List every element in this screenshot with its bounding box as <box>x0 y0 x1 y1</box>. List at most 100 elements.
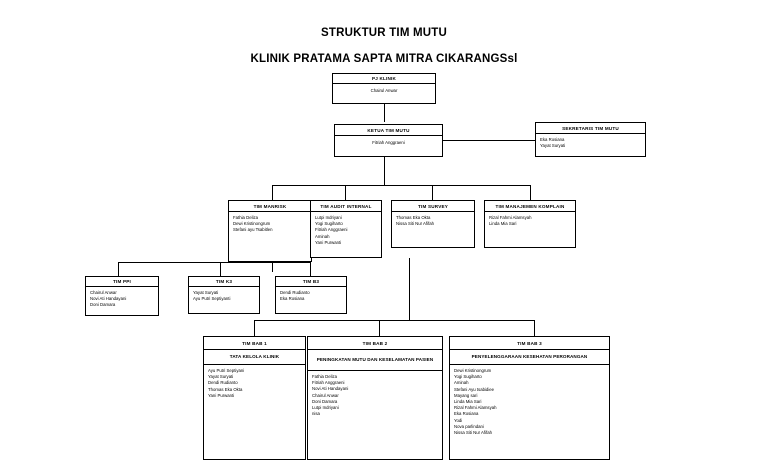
connector-pj-to-ketua <box>384 104 385 122</box>
member: Fitriah Anggraeni <box>315 227 348 233</box>
member: Doni Damara <box>90 302 116 308</box>
connector-ketua-to-sekretaris <box>443 140 535 141</box>
member: Yodi <box>454 417 463 423</box>
member: Linda Mia Sari <box>454 399 482 405</box>
node-sekretaris-members: Eka Rosiana Yayat Suryati <box>536 134 645 152</box>
member: Aminah <box>454 380 469 386</box>
node-tim-k3[interactable]: TIM K3 Yayat Suryati Ayu Putri Septiyant… <box>188 276 260 314</box>
member: Stefani Ayu tsabidiee <box>454 386 495 392</box>
connector-survey-down <box>409 258 410 320</box>
node-tim-manrisk-header: TIM MANRISK <box>229 201 311 212</box>
member: Rizal Fahmi Alamsyah <box>454 405 497 411</box>
node-tim-survey-header: TIM SURVEY <box>392 201 474 212</box>
member: Ayu Putri Septiyanti <box>193 296 231 302</box>
node-ketua-tim-mutu[interactable]: KETUA TIM MUTU Fitriah Anggraeni <box>334 124 443 157</box>
connector-bus-to-survey <box>432 185 433 200</box>
node-tim-bab-2[interactable]: TIM BAB 2 PENINGKATAN MUTU DAN KESELAMAT… <box>307 336 443 460</box>
member: Linda Mia Sari <box>489 221 517 227</box>
node-tim-survey-members: Thomas Eka Okta Nissa Siti Nur Afifah <box>392 212 474 230</box>
member: Lutpi Indriyani <box>312 405 339 411</box>
node-tim-b3[interactable]: TIM B3 Dendi Rudianto Eka Rosiana <box>275 276 347 314</box>
member: Fathia Deliza <box>233 215 259 220</box>
node-tim-bab-3-members: Dewi Kristinongrum Yogi Sugiharto Aminah… <box>450 365 609 439</box>
node-tim-bab-1-subheader: TATA KELOLA KLINIK <box>204 350 305 365</box>
member: Yayat Suryati <box>208 374 234 380</box>
member: Rizal Fahmi Alamsyah <box>489 215 532 220</box>
node-tim-ppi-members: Chairul Anwar Novi Ati Handayani Doni Da… <box>86 287 158 312</box>
node-tim-audit-header: TIM AUDIT INTERNAL <box>311 201 381 212</box>
node-tim-b3-header: TIM B3 <box>276 277 346 287</box>
member: Chairul Anwar <box>312 392 339 398</box>
member: Yogi Sugiharto <box>315 221 343 227</box>
member: Thomas Eka Okta <box>396 215 431 220</box>
member: Eka Rosiana <box>540 137 565 142</box>
connector-bus-to-bab3 <box>534 320 535 336</box>
node-tim-manajemen-komplain[interactable]: TIM MANAJEMEN KOMPLAIN Rizal Fahmi Alams… <box>484 200 576 248</box>
member: Lutpi Indriyani <box>315 215 342 220</box>
member: Stefani ayu Tsabitlen <box>233 227 273 233</box>
connector-bus-to-ppi <box>118 262 119 276</box>
member: Nova parlindani <box>454 423 484 429</box>
connector-sub-bus <box>118 262 310 263</box>
node-tim-audit-internal[interactable]: TIM AUDIT INTERNAL Lutpi Indriyani Yogi … <box>310 200 382 258</box>
node-tim-bab-3-header: TIM BAB 3 <box>450 337 609 350</box>
member: Yani Purwanti <box>208 392 235 398</box>
node-pj-klinik-members: Chairul Anwar <box>333 84 435 97</box>
node-ketua-header: KETUA TIM MUTU <box>335 125 442 136</box>
node-tim-bab-3-subheader: PENYELENGGARAAN KESEHATAN PERORANGAN <box>450 350 609 365</box>
member: Nissa Siti Nur Afifah <box>396 221 434 227</box>
node-tim-bab-2-header: TIM BAB 2 <box>308 337 442 350</box>
member: Novi Ati Handayani <box>90 296 127 302</box>
node-tim-manrisk[interactable]: TIM MANRISK Fathia Deliza Dewi Kristinon… <box>228 200 312 262</box>
member: Novi Ati Handayani <box>312 386 349 392</box>
node-ketua-members: Fitriah Anggraeni <box>335 136 442 149</box>
connector-bus-to-k3 <box>220 262 221 276</box>
node-tim-bab-1-members: Ayu Putri Septiyani Yayat Suryati Dendi … <box>204 365 305 402</box>
member: Fitriah Anggraeni <box>312 380 345 386</box>
connector-bus-to-bab2 <box>379 320 380 336</box>
member: Dendi Rudianto <box>208 380 238 386</box>
member: Fathia Deliza <box>312 374 338 379</box>
page-subtitle: KLINIK PRATAMA SAPTA MITRA CIKARANGSsl <box>250 53 518 65</box>
member: Doni Damara <box>312 398 338 404</box>
node-pj-klinik-header: PJ KLINIK <box>333 74 435 84</box>
chart-title-block: STRUKTUR TIM MUTU KLINIK PRATAMA SAPTA M… <box>0 26 768 66</box>
node-tim-ppi-header: TIM PPI <box>86 277 158 287</box>
member: Yani Purwanti <box>315 239 342 245</box>
node-tim-ppi[interactable]: TIM PPI Chairul Anwar Novi Ati Handayani… <box>85 276 159 316</box>
member: Fitriah Anggraeni <box>372 140 405 145</box>
connector-bab-bus <box>254 320 534 321</box>
node-tim-komplain-members: Rizal Fahmi Alamsyah Linda Mia Sari <box>485 212 575 230</box>
node-tim-bab-3[interactable]: TIM BAB 3 PENYELENGGARAAN KESEHATAN PERO… <box>449 336 610 460</box>
node-sekretaris-header: SEKRETARIS TIM MUTU <box>536 123 645 134</box>
page-title: STRUKTUR TIM MUTU <box>320 27 448 39</box>
member: Mayang sari <box>454 392 478 398</box>
connector-bus-to-bab1 <box>254 320 255 336</box>
node-tim-k3-members: Yayat Suryati Ayu Putri Septiyanti <box>189 287 259 305</box>
node-tim-bab-2-members: Fathia Deliza Fitriah Anggraeni Novi Ati… <box>308 371 442 420</box>
member: Dewi Kristinongrum <box>233 221 271 227</box>
member: Chairul Anwar <box>370 88 398 93</box>
connector-teams-bus <box>272 185 530 186</box>
node-tim-survey[interactable]: TIM SURVEY Thomas Eka Okta Nissa Siti Nu… <box>391 200 475 248</box>
node-tim-k3-header: TIM K3 <box>189 277 259 287</box>
member: Chairul Anwar <box>90 290 117 295</box>
node-tim-audit-members: Lutpi Indriyani Yogi Sugiharto Fitriah A… <box>311 212 381 249</box>
node-sekretaris[interactable]: SEKRETARIS TIM MUTU Eka Rosiana Yayat Su… <box>535 122 646 157</box>
connector-bus-to-komplain <box>530 185 531 200</box>
member: Nissa Siti Nur Afifah <box>454 430 492 436</box>
member: Aminah <box>315 233 330 239</box>
node-tim-bab-2-subheader: PENINGKATAN MUTU DAN KESELAMATAN PASIEN <box>308 350 442 371</box>
member: Dewi Kristinongrum <box>454 368 492 373</box>
connector-ketua-down <box>384 157 385 185</box>
node-tim-bab-1[interactable]: TIM BAB 1 TATA KELOLA KLINIK Ayu Putri S… <box>203 336 306 460</box>
member: Yayat Suryati <box>540 143 566 149</box>
node-pj-klinik[interactable]: PJ KLINIK Chairul Anwar <box>332 73 436 104</box>
node-tim-komplain-header: TIM MANAJEMEN KOMPLAIN <box>485 201 575 212</box>
connector-bus-to-manrisk <box>272 185 273 200</box>
member: Thomas Eka Okta <box>208 386 243 392</box>
connector-bus-to-audit <box>345 185 346 200</box>
member: Ayu Putri Septiyani <box>208 368 245 373</box>
connector-bus-to-b3 <box>310 262 311 276</box>
